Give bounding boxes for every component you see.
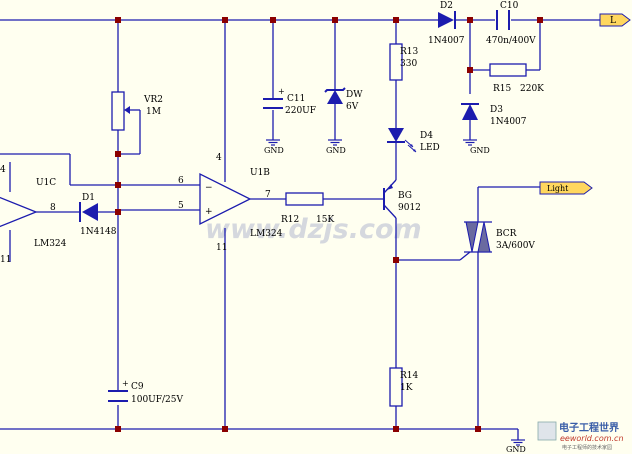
capacitor-c10: C10 470n/400V [486,1,536,46]
d3-label: D3 [490,105,503,115]
u1c-pin11: 11 [0,255,11,265]
r13-value: 330 [400,59,417,69]
c11-label: C11 [287,94,305,104]
r12-label: R12 [281,215,299,225]
u1c-pin8: 8 [50,203,56,213]
resistor-r13: R13 330 [389,43,419,81]
port-light-label: Light [547,184,569,193]
vr2-value: 1M [146,107,161,117]
diode-d2: D2 1N4007 [428,1,465,46]
transistor-bg: BG 9012 [383,179,421,219]
u1b-plus: + [205,207,213,217]
junction-dots [115,17,543,432]
opamp-u1c: 4 U1C 8 11 LM324 [0,165,67,265]
bg-label: BG [398,191,412,201]
gnd-dw-label: GND [326,146,346,155]
r15-label: R15 [493,84,512,94]
opamp-u1b: − + 4 U1B 6 5 7 11 LM324 [178,153,283,253]
zener-dw: DW 6V GND [324,87,363,155]
c9-label: C9 [131,382,144,392]
triac-bcr: BCR 3A/600V [459,221,535,261]
dw-value: 6V [346,102,359,112]
c9-polarity: + [122,379,129,388]
port-l: L [599,13,631,27]
u1c-pin4: 4 [0,165,6,175]
ground-bottom: GND [506,429,526,454]
gnd-bottom-label: GND [506,445,526,454]
d2-value: 1N4007 [428,36,465,46]
d2-label: D2 [440,1,453,11]
r12-value: 15K [316,215,334,225]
resistor-r14: R14 1K [389,367,419,407]
eeworld-logo: 电子工程世界 eeworld.com.cn 电子工程师的技术家园 [537,421,624,451]
u1b-pin7: 7 [265,190,271,200]
c10-label: C10 [500,1,519,11]
u1b-pin11: 11 [216,243,227,253]
resistor-r15: R15 220K [489,63,544,94]
u1b-part: LM324 [250,229,283,239]
u1b-pin5: 5 [178,201,184,211]
u1b-label: U1B [250,168,270,178]
logo-site: eeworld.com.cn [560,434,624,443]
watermark-text: www.dzjs.com [205,214,422,245]
wire-network [0,19,600,430]
port-l-label: L [610,16,616,26]
port-light: Light [539,181,593,195]
capacitor-c9: + C9 100UF/25V [108,379,183,405]
c9-value: 100UF/25V [131,395,183,405]
r13-label: R13 [400,47,419,57]
logo-title: 电子工程世界 [559,421,619,434]
u1b-pin4: 4 [216,153,222,163]
potentiometer-vr2: VR2 1M [111,91,163,131]
c10-value: 470n/400V [486,36,536,46]
u1b-minus: − [205,183,213,193]
d4-value: LED [420,143,440,153]
gnd-c11-label: GND [264,146,284,155]
d1-label: D1 [82,193,95,203]
bcr-value: 3A/600V [496,241,535,251]
r14-label: R14 [400,371,419,381]
r14-value: 1K [400,383,413,393]
logo-slogan: 电子工程师的技术家园 [562,444,612,451]
d3-value: 1N4007 [490,117,527,127]
gnd-d3-label: GND [470,146,490,155]
led-d4: D4 LED [387,128,440,153]
bcr-label: BCR [496,229,517,239]
capacitor-c11: + C11 220UF GND [263,87,316,155]
c11-value: 220UF [285,106,316,116]
bg-value: 9012 [398,203,421,213]
d1-value: 1N4148 [80,227,117,237]
resistor-r12: R12 15K [281,192,334,225]
dw-label: DW [346,90,363,100]
u1b-pin6: 6 [178,176,184,186]
r15-value: 220K [520,84,544,94]
u1c-part: LM324 [34,239,67,249]
diode-d3: D3 1N4007 GND [461,103,527,155]
diode-d1: D1 1N4148 [79,193,117,237]
vr2-label: VR2 [143,95,163,105]
u1c-label: U1C [36,178,56,188]
c11-polarity: + [278,87,285,96]
d4-label: D4 [420,131,433,141]
